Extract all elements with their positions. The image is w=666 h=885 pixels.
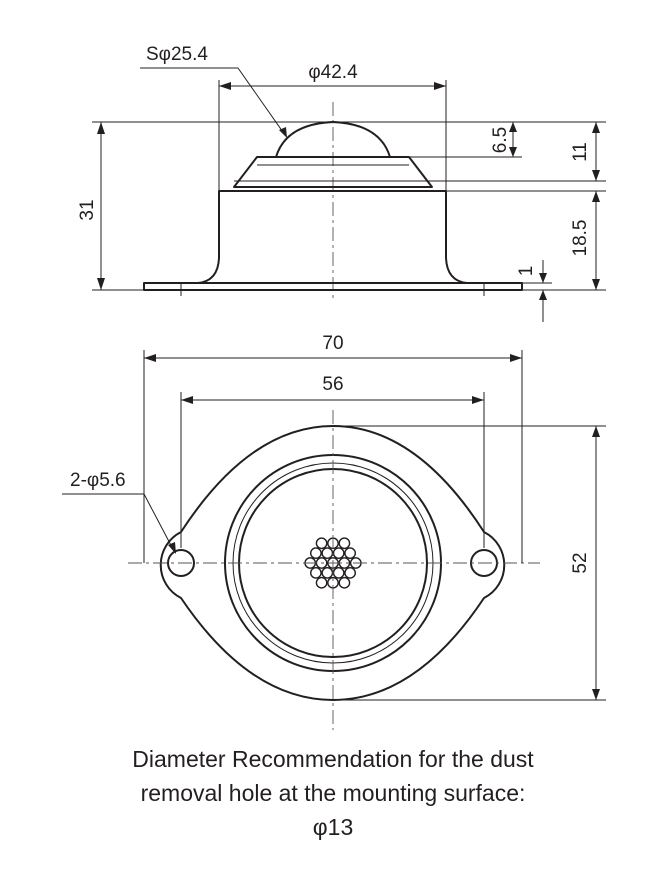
support-ball bbox=[321, 566, 334, 579]
leader-mount-holes-arrow bbox=[168, 542, 176, 554]
support-ball bbox=[315, 537, 328, 550]
arrow-protrusion-top bbox=[509, 122, 517, 132]
dim-ball-diameter: Sφ25.4 bbox=[146, 44, 208, 65]
dim-flange-diameter: φ42.4 bbox=[308, 62, 358, 83]
dim-total-height: 31 bbox=[77, 199, 98, 220]
arrow-depth-top bbox=[592, 426, 600, 437]
support-ball bbox=[315, 576, 328, 589]
dim-ball-protrusion: 6.5 bbox=[490, 127, 511, 153]
caption-line-3: φ13 bbox=[312, 814, 354, 840]
arrow-height-bottom bbox=[97, 278, 105, 290]
arrow-width-left bbox=[144, 354, 156, 362]
arrow-body-height-top bbox=[592, 191, 600, 202]
support-ball bbox=[344, 547, 356, 560]
support-ball bbox=[309, 547, 322, 560]
arrow-top-height-top bbox=[592, 122, 600, 133]
arrow-depth-bottom bbox=[592, 689, 600, 700]
support-ball bbox=[344, 566, 356, 579]
side-base-plate bbox=[143, 282, 523, 291]
dim-hole-pitch: 56 bbox=[322, 374, 343, 395]
support-ball bbox=[338, 537, 351, 550]
caption-line-1: Diameter Recommendation for the dust bbox=[132, 746, 534, 772]
side-view: Sφ25.4 φ42.4 31 6.5 11 18.5 1 bbox=[77, 44, 606, 322]
dust-hole-caption: Diameter Recommendation for the dust rem… bbox=[0, 742, 666, 844]
arrow-pitch-left bbox=[181, 396, 193, 404]
dim-overall-depth: 52 bbox=[570, 552, 591, 573]
arrow-body-height-bottom bbox=[592, 279, 600, 290]
dim-top-height: 11 bbox=[570, 142, 591, 162]
dim-body-height: 18.5 bbox=[570, 220, 591, 257]
plan-mount-hole-left bbox=[167, 549, 195, 577]
plan-view: 70 56 52 2-φ5.6 bbox=[62, 333, 606, 730]
support-ball bbox=[332, 547, 345, 560]
support-ball bbox=[309, 566, 322, 579]
arrow-protrusion-bottom bbox=[509, 147, 517, 157]
leader-ball-diameter bbox=[237, 67, 286, 136]
leader-ball-diameter-arrow bbox=[279, 127, 287, 138]
arrow-pitch-right bbox=[472, 396, 484, 404]
dim-overall-width: 70 bbox=[322, 333, 343, 354]
arrow-width-right bbox=[510, 354, 522, 362]
dim-base-thickness: 1 bbox=[516, 266, 537, 277]
dim-mount-holes: 2-φ5.6 bbox=[70, 470, 126, 491]
side-body-housing bbox=[197, 190, 468, 284]
arrow-base-bottom bbox=[539, 290, 547, 300]
arrow-height-top bbox=[97, 122, 105, 134]
support-ball bbox=[321, 547, 334, 560]
support-ball bbox=[338, 576, 351, 589]
arrow-top-height-bottom bbox=[592, 170, 600, 181]
caption-line-2: removal hole at the mounting surface: bbox=[140, 780, 526, 806]
arrow-flange-right bbox=[434, 82, 446, 90]
arrow-flange-left bbox=[219, 82, 231, 90]
leader-mount-holes bbox=[143, 493, 175, 552]
support-ball bbox=[332, 566, 345, 579]
arrow-base-top bbox=[539, 273, 547, 283]
